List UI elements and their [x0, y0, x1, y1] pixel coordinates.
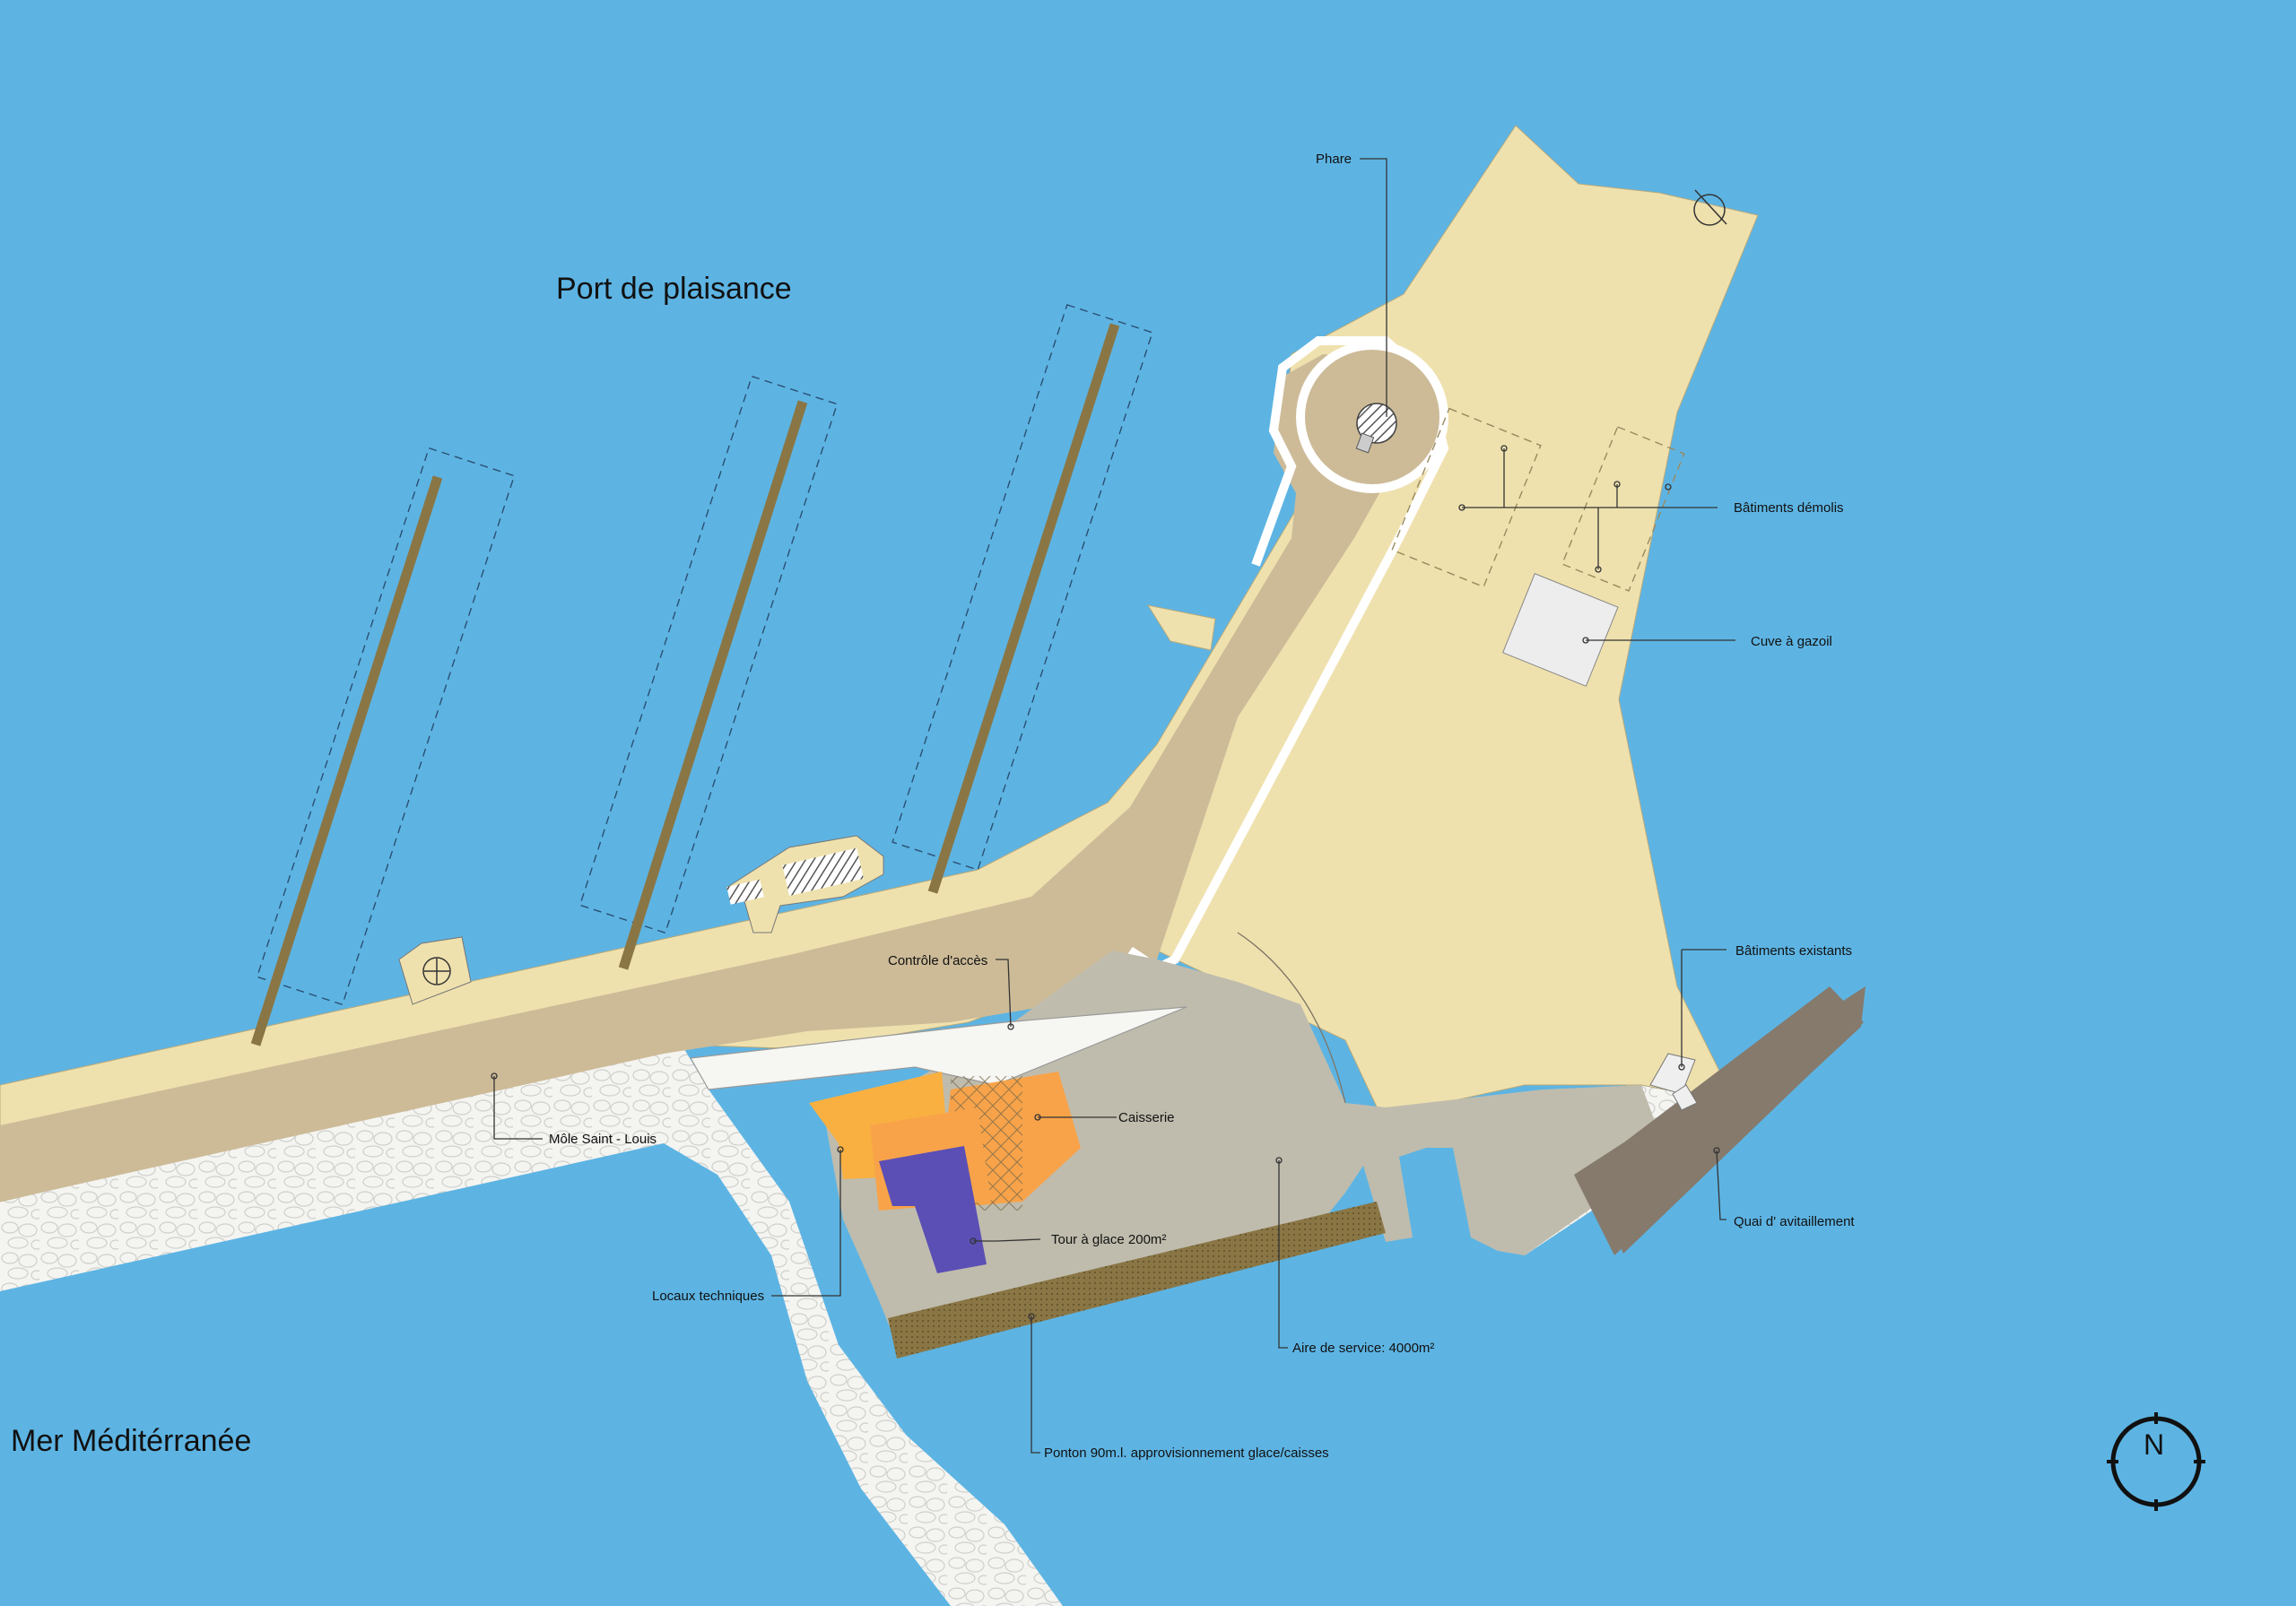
shelter-hatch — [782, 847, 864, 896]
label-aire: Aire de service: 4000m² — [1292, 1341, 1434, 1356]
tour-a-glace — [879, 1146, 987, 1273]
label-batiments-demolis: Bâtiments démolis — [1734, 500, 1844, 516]
small-jetty — [1146, 604, 1216, 651]
demolished-buildings — [1391, 407, 1685, 592]
compass-letter: N — [2144, 1428, 2164, 1461]
shelter-hatch-small — [726, 879, 764, 905]
label-caisserie: Caisserie — [1118, 1110, 1175, 1125]
existing-buildings — [1649, 1053, 1696, 1095]
marina-pontoons — [250, 304, 1153, 1046]
fuel-tank — [1502, 573, 1619, 687]
ponton-90ml — [888, 1202, 1386, 1359]
north-arrow-icon: N — [2107, 1412, 2205, 1511]
sand-boundary — [1237, 932, 1346, 1104]
label-phare: Phare — [1316, 152, 1352, 167]
mole-quay — [0, 354, 1404, 1202]
leader-lines — [491, 158, 1735, 1454]
label-batiments-existants: Bâtiments existants — [1735, 943, 1852, 959]
quai-avitaillement-deck — [1587, 986, 1864, 1254]
label-controle: Contrôle d'accès — [888, 953, 987, 968]
ne-capstan-icon — [1693, 194, 1726, 226]
region-label-port: Port de plaisance — [556, 272, 792, 306]
label-tour: Tour à glace 200m² — [1051, 1232, 1166, 1247]
region-label-sea: Mer Méditérranée — [11, 1424, 251, 1458]
label-cuve: Cuve à gazoil — [1751, 634, 1832, 649]
label-mole: Môle Saint - Louis — [549, 1132, 657, 1147]
label-quai-avitaillement: Quai d' avitaillement — [1734, 1214, 1855, 1229]
label-locaux: Locaux techniques — [652, 1289, 764, 1304]
label-ponton: Ponton 90m.l. approvisionnement glace/ca… — [1044, 1445, 1329, 1461]
capstan-icon — [422, 957, 451, 985]
